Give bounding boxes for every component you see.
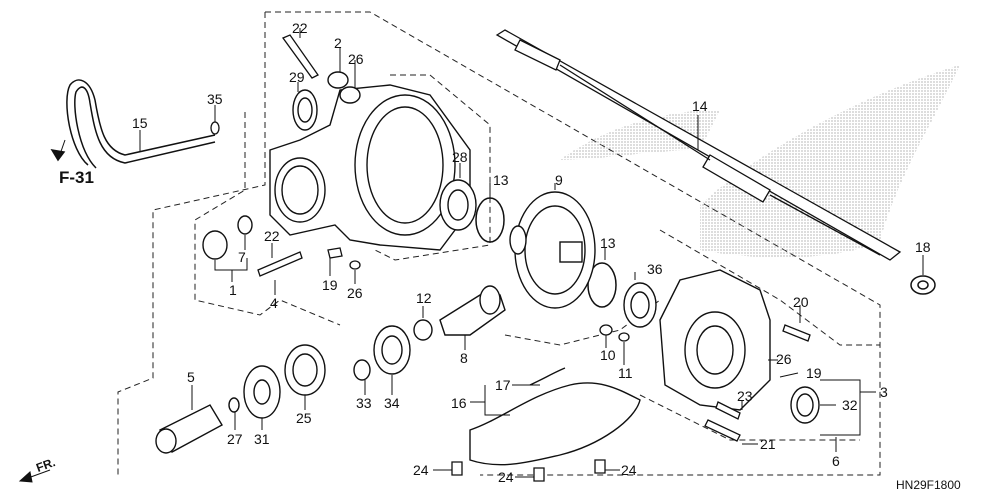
part-label: 31 <box>254 431 270 447</box>
case-bolts <box>327 247 361 270</box>
part-label: 14 <box>692 98 708 114</box>
part-label: 26 <box>348 51 364 67</box>
part-label: 11 <box>618 365 633 381</box>
stud-bolts <box>257 34 319 277</box>
part-label: 19 <box>322 277 338 293</box>
oil-seal-30 <box>292 89 318 131</box>
part-label: 26 <box>347 285 363 301</box>
part-label: 28 <box>452 149 468 165</box>
diagram-code: HN29F1800 <box>896 478 961 492</box>
leader-lines <box>18 28 924 483</box>
small-parts-10-11 <box>599 324 630 342</box>
clamp-34 <box>210 121 220 135</box>
part-label: 3 <box>880 384 888 400</box>
part-label: 6 <box>832 453 840 469</box>
part-label: 23 <box>737 388 753 404</box>
honda-logo <box>560 65 960 258</box>
circlip-27 <box>228 397 240 413</box>
part-label: 13 <box>600 235 616 251</box>
part-label: 24 <box>621 462 637 478</box>
part-label: 13 <box>493 172 509 188</box>
part-label: 18 <box>915 239 931 255</box>
part-label: 33 <box>356 395 372 411</box>
part-label: 35 <box>207 91 223 107</box>
bearing-36 <box>373 325 411 375</box>
seal-31 <box>790 386 820 424</box>
part-label: 10 <box>600 347 616 363</box>
part-label: 5 <box>187 369 195 385</box>
part-label: 24 <box>498 469 514 485</box>
part-label: 7 <box>238 249 246 265</box>
part-label: 21 <box>760 436 776 452</box>
part-label: 22 <box>264 228 280 244</box>
part-label: 12 <box>416 290 432 306</box>
part-label: 19 <box>806 365 822 381</box>
part-label: 17 <box>495 377 511 393</box>
final-gear-case <box>269 84 471 251</box>
gear-case-cover <box>659 269 771 411</box>
part-label: 22 <box>292 20 308 36</box>
bolts <box>704 324 811 442</box>
part-label: 29 <box>289 69 305 85</box>
part-label: 25 <box>296 410 312 426</box>
ring-33 <box>353 359 371 381</box>
part-label: 36 <box>647 261 663 277</box>
part-label: 34 <box>384 395 400 411</box>
bearing-35 <box>623 282 657 328</box>
washer-18 <box>910 275 936 295</box>
ring-gear <box>509 191 596 309</box>
part-label: 26 <box>776 351 792 367</box>
skid-plate <box>469 367 641 466</box>
part-label: 1 <box>229 282 237 298</box>
bolts-24 <box>451 459 606 482</box>
part-label: 8 <box>460 350 468 366</box>
part-label: 16 <box>451 395 467 411</box>
nut-25 <box>284 344 326 396</box>
figure-ref: F-31 <box>59 168 94 187</box>
bearing-28 <box>439 179 477 231</box>
part-label: 27 <box>227 431 243 447</box>
part-label: 15 <box>132 115 148 131</box>
part-label: 32 <box>842 397 858 413</box>
part-label: 4 <box>270 295 278 311</box>
parts-2-32 <box>327 71 361 104</box>
parts-1-7 <box>202 215 253 260</box>
breather-hose <box>50 79 216 169</box>
part-label: 2 <box>334 35 342 51</box>
pinion-gear <box>413 285 506 341</box>
flange-29 <box>243 365 281 419</box>
part-label: 9 <box>555 172 563 188</box>
part-label: 20 <box>793 294 809 310</box>
part-label: 24 <box>413 462 429 478</box>
joint-5 <box>155 404 223 454</box>
